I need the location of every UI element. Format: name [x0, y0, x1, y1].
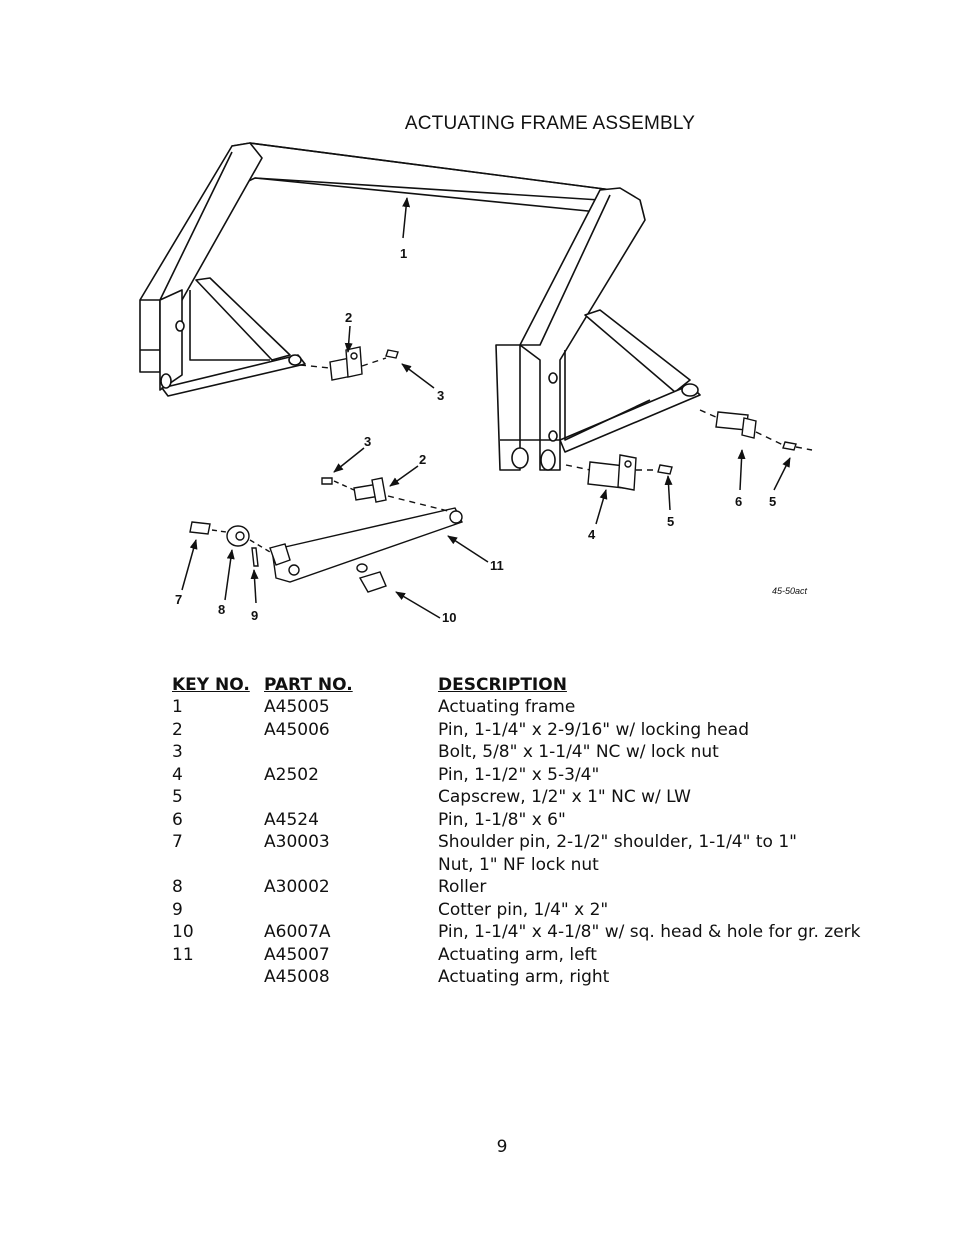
table-row: 1 A45005 Actuating frame	[172, 696, 861, 719]
key-no-cell: 3	[172, 742, 183, 763]
key-no-cell: 10	[172, 922, 194, 943]
table-row: 5 Capscrew, 1/2" x 1" NC w/ LW	[172, 786, 861, 809]
callout-label: 11	[490, 558, 504, 573]
part-no-cell: A2502	[264, 764, 319, 785]
page-number: 9	[496, 1137, 508, 1157]
table-row: 10 A6007A Pin, 1-1/4" x 4-1/8" w/ sq. he…	[172, 921, 861, 944]
part-no-cell	[264, 741, 438, 764]
key-no-cell: 7	[172, 832, 183, 853]
description-cell: Actuating arm, right	[438, 967, 610, 988]
table-row: 11 A45007 Actuating arm, left	[172, 944, 861, 967]
diagram-title: ACTUATING FRAME ASSEMBLY	[0, 113, 954, 135]
description-cell: Capscrew, 1/2" x 1" NC w/ LW	[438, 787, 691, 808]
part-no-cell: A30003	[264, 832, 330, 853]
parts-table-header: KEY NO. PART NO. DESCRIPTION	[172, 673, 861, 696]
actuating-frame-drawing	[139, 142, 701, 471]
key-no-cell	[172, 966, 264, 989]
table-row: A45008 Actuating arm, right	[172, 966, 861, 989]
callout-label: 8	[218, 602, 225, 617]
description-cell: Pin, 1-1/2" x 5-3/4"	[438, 764, 600, 785]
callout-label: 4	[588, 527, 596, 542]
description-cell: Cotter pin, 1/4" x 2"	[438, 899, 609, 920]
key-no-cell: 2	[172, 719, 183, 740]
upper-pin-hardware	[299, 346, 399, 381]
callout-label: 1	[400, 246, 407, 261]
part-no-cell: A45008	[264, 967, 330, 988]
part-no-cell: A45006	[264, 719, 330, 740]
key-no-cell: 4	[172, 764, 183, 785]
key-no-cell	[172, 854, 264, 877]
callout-label: 5	[667, 514, 674, 529]
description-header: DESCRIPTION	[438, 674, 567, 695]
callout-label: 9	[251, 608, 258, 623]
key-no-header: KEY NO.	[172, 674, 250, 695]
part-no-cell: A30002	[264, 877, 330, 898]
callout-label: 3	[364, 434, 371, 449]
description-cell: Pin, 1-1/4" x 2-9/16" w/ locking head	[438, 719, 750, 740]
key-no-cell: 11	[172, 944, 194, 965]
part-no-cell	[264, 786, 438, 809]
part-no-cell: A45007	[264, 944, 330, 965]
table-row: 7 A30003 Shoulder pin, 2-1/2" shoulder, …	[172, 831, 861, 854]
part-no-cell: A6007A	[264, 922, 331, 943]
description-cell: Pin, 1-1/8" x 6"	[438, 809, 566, 830]
key-no-cell: 5	[172, 787, 183, 808]
actuating-arm-hardware	[189, 477, 463, 593]
part-no-header: PART NO.	[264, 674, 353, 695]
part-no-cell	[264, 854, 438, 877]
table-row: Nut, 1" NF lock nut	[172, 854, 861, 877]
exploded-parts-diagram: 1 2 3 3 2 4 5 6 5 7 8 9 10 11 45-50act	[139, 142, 813, 625]
part-no-cell	[264, 899, 438, 922]
table-row: 2 A45006 Pin, 1-1/4" x 2-9/16" w/ lockin…	[172, 719, 861, 742]
callout-arrows	[181, 197, 791, 619]
parts-table: KEY NO. PART NO. DESCRIPTION 1 A45005 Ac…	[172, 673, 861, 989]
description-cell: Bolt, 5/8" x 1-1/4" NC w/ lock nut	[438, 742, 719, 763]
callout-label: 3	[437, 388, 444, 403]
description-cell: Pin, 1-1/4" x 4-1/8" w/ sq. head & hole …	[438, 922, 861, 943]
description-cell: Actuating arm, left	[438, 944, 597, 965]
description-cell: Nut, 1" NF lock nut	[438, 854, 599, 875]
drawing-code: 45-50act	[772, 586, 808, 596]
description-cell: Shoulder pin, 2-1/2" shoulder, 1-1/4" to…	[438, 832, 797, 853]
description-cell: Roller	[438, 877, 487, 898]
key-no-cell: 8	[172, 877, 183, 898]
callout-labels: 1 2 3 3 2 4 5 6 5 7 8 9 10 11 45-50act	[175, 246, 808, 625]
table-row: 6 A4524 Pin, 1-1/8" x 6"	[172, 809, 861, 832]
table-row: 9 Cotter pin, 1/4" x 2"	[172, 899, 861, 922]
callout-label: 2	[345, 310, 352, 325]
right-pin-hardware	[565, 409, 813, 491]
part-no-cell: A45005	[264, 697, 330, 718]
key-no-cell: 1	[172, 697, 183, 718]
key-no-cell: 9	[172, 899, 183, 920]
callout-label: 10	[442, 610, 456, 625]
diagram-title-text: ACTUATING FRAME ASSEMBLY	[404, 113, 696, 134]
callout-label: 7	[175, 592, 182, 607]
table-row: 4 A2502 Pin, 1-1/2" x 5-3/4"	[172, 764, 861, 787]
callout-label: 6	[735, 494, 742, 509]
table-row: 8 A30002 Roller	[172, 876, 861, 899]
callout-label: 5	[769, 494, 776, 509]
part-no-cell: A4524	[264, 809, 319, 830]
key-no-cell: 6	[172, 809, 183, 830]
description-cell: Actuating frame	[438, 697, 576, 718]
callout-label: 2	[419, 452, 426, 467]
table-row: 3 Bolt, 5/8" x 1-1/4" NC w/ lock nut	[172, 741, 861, 764]
